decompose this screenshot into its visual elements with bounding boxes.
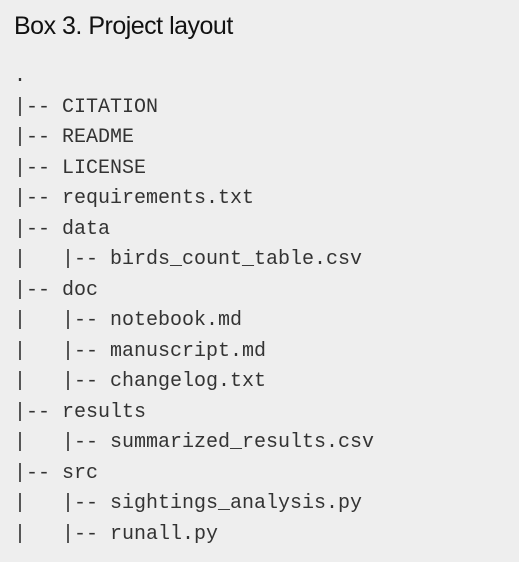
- tree-item-sightings-analysis: | |-- sightings_analysis.py: [14, 492, 363, 515]
- directory-tree: . |-- CITATION |-- README |-- LICENSE |-…: [14, 62, 374, 550]
- tree-item-manuscript: | |-- manuscript.md: [14, 339, 267, 363]
- tree-item-license: |-- LICENSE: [14, 156, 147, 180]
- tree-root: .: [14, 65, 27, 88]
- tree-item-notebook: | |-- notebook.md: [14, 309, 243, 332]
- box-title: Box 3. Project layout: [14, 12, 233, 40]
- tree-folder-src: |-- src: [14, 461, 99, 485]
- tree-item-readme: |-- README: [14, 126, 135, 149]
- tree-item-citation: |-- CITATION: [14, 95, 159, 119]
- tree-item-birds-count-table: | |-- birds_count_table.csv: [14, 248, 363, 271]
- tree-item-changelog: | |-- changelog.txt: [14, 370, 267, 393]
- tree-item-runall: | |-- runall.py: [14, 522, 219, 546]
- tree-folder-data: |-- data: [14, 217, 111, 241]
- tree-item-summarized-results: | |-- summarized_results.csv: [14, 431, 375, 454]
- tree-folder-results: |-- results: [14, 400, 147, 424]
- tree-item-requirements: |-- requirements.txt: [14, 187, 255, 210]
- tree-folder-doc: |-- doc: [14, 278, 99, 302]
